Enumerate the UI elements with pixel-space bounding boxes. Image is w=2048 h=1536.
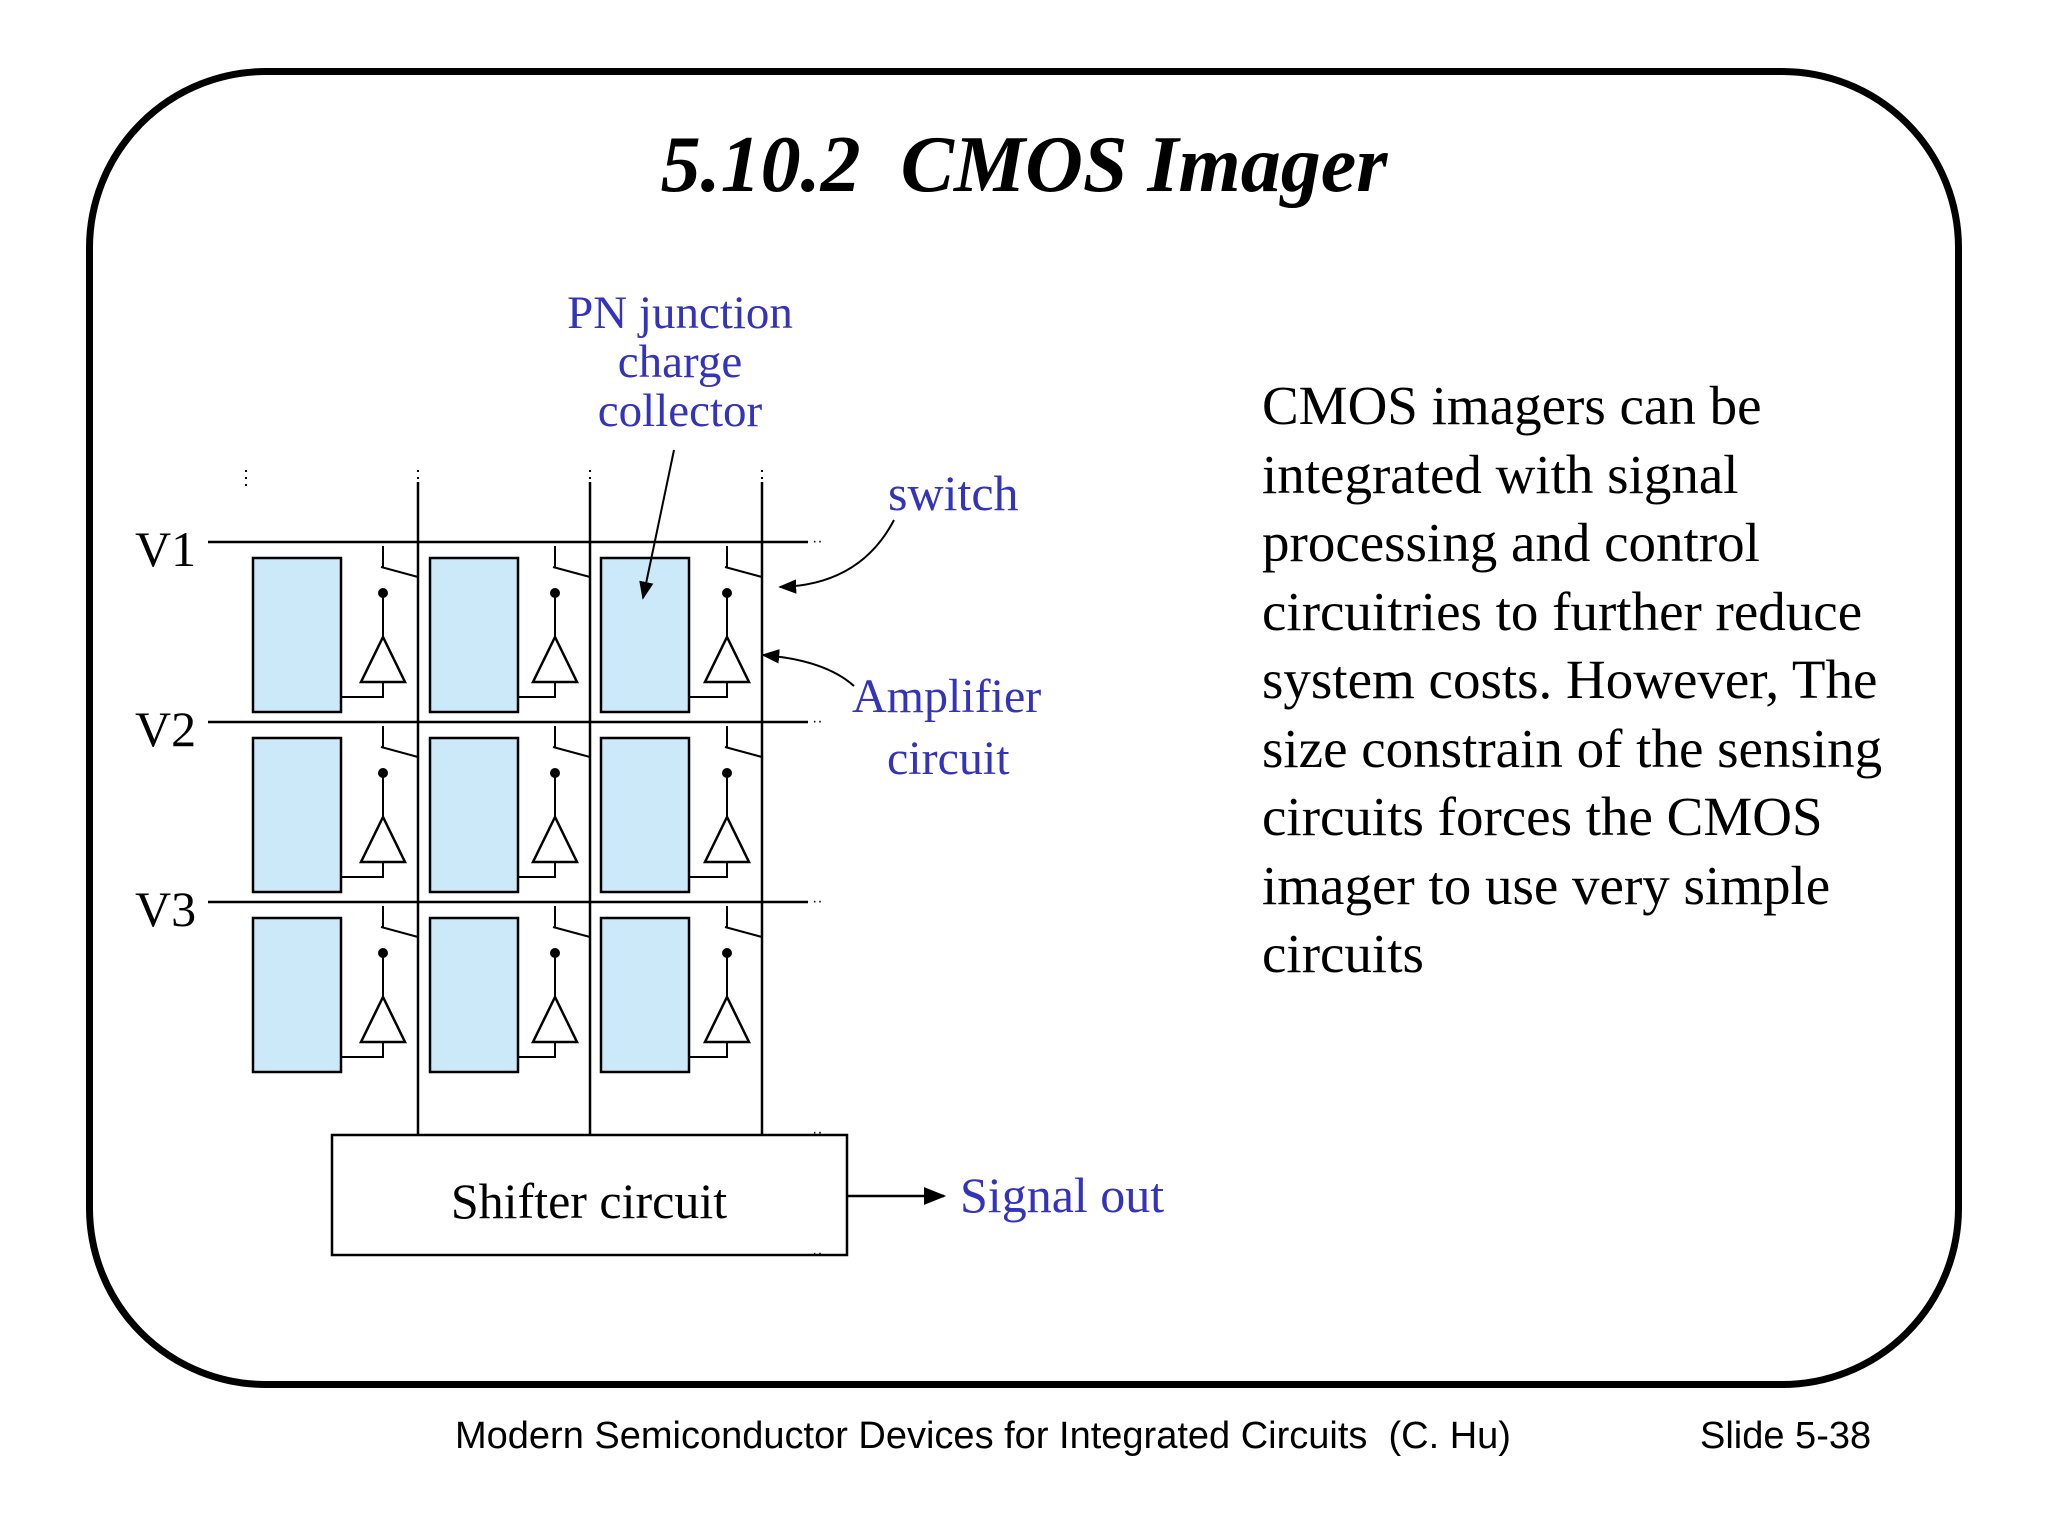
pn-junction-callout: PN junction charge collector bbox=[567, 287, 793, 437]
switch-label: switch bbox=[888, 465, 1019, 521]
amplifier-arrow bbox=[761, 649, 855, 687]
amplifier bbox=[530, 634, 580, 684]
shifter-dots-bottom: ·· bbox=[812, 1245, 823, 1262]
photodiode-to-amplifier-wire bbox=[341, 1042, 384, 1058]
amplifier bbox=[702, 994, 752, 1044]
photodiode bbox=[251, 916, 343, 1074]
pixel-cell-r1c2 bbox=[428, 546, 591, 714]
photodiode-to-amplifier-wire bbox=[689, 682, 728, 698]
row-label-v3: V3 bbox=[135, 881, 196, 937]
switch-blade bbox=[552, 926, 591, 938]
photodiode bbox=[428, 556, 520, 714]
row-line-dots: ·· bbox=[812, 533, 823, 550]
pixel-cell-r1c1 bbox=[251, 546, 419, 714]
photodiode bbox=[251, 736, 343, 894]
photodiode-to-amplifier-wire bbox=[518, 1042, 556, 1058]
row-label-v1: V1 bbox=[135, 521, 196, 577]
pn-junction-arrow bbox=[639, 449, 675, 600]
amplifier bbox=[358, 814, 408, 864]
photodiode bbox=[428, 736, 520, 894]
photodiode-to-amplifier-wire bbox=[518, 682, 556, 698]
slide-frame bbox=[86, 68, 1962, 1388]
shifter-circuit-box bbox=[330, 1133, 849, 1257]
photodiode bbox=[599, 736, 691, 894]
photodiode-to-amplifier-wire bbox=[341, 862, 384, 878]
switch-blade bbox=[380, 566, 419, 578]
pn-junction-label-line3: collector bbox=[598, 385, 763, 437]
row-lines: ·· ·· ·· bbox=[208, 533, 823, 910]
pixel-cell-r2c3 bbox=[599, 726, 763, 894]
switch-blade bbox=[380, 926, 419, 938]
shifter-circuit-label: Shifter circuit bbox=[451, 1173, 727, 1229]
switch-blade bbox=[380, 746, 419, 758]
pixel-cell-r2c1 bbox=[251, 726, 419, 894]
photodiode-to-amplifier-wire bbox=[518, 862, 556, 878]
row-line-dots: ·· bbox=[812, 893, 823, 910]
photodiode bbox=[599, 916, 691, 1074]
slide-title: 5.10.2 CMOS Imager bbox=[660, 121, 1388, 209]
switch-blade bbox=[552, 566, 591, 578]
switch-arrow bbox=[778, 519, 895, 594]
pixel-cell-r1c3 bbox=[599, 546, 763, 714]
footer-citation: Modern Semiconductor Devices for Integra… bbox=[455, 1415, 1511, 1457]
switch-blade bbox=[724, 926, 763, 938]
pixel-cell-r3c3 bbox=[599, 906, 763, 1074]
amplifier bbox=[358, 634, 408, 684]
pixel-cell-r3c2 bbox=[428, 906, 591, 1074]
switch-blade bbox=[724, 566, 763, 578]
pixel-cell-r2c2 bbox=[428, 726, 591, 894]
row-label-v2: V2 bbox=[135, 701, 196, 757]
photodiode-to-amplifier-wire bbox=[341, 682, 384, 698]
amplifier bbox=[530, 994, 580, 1044]
pixel-cells bbox=[251, 546, 763, 1074]
photodiode bbox=[599, 556, 691, 714]
photodiode-to-amplifier-wire bbox=[689, 1042, 728, 1058]
amplifier bbox=[530, 814, 580, 864]
amplifier bbox=[702, 634, 752, 684]
amplifier-label-line2: circuit bbox=[887, 732, 1010, 785]
shifter-dots-top: ·· bbox=[812, 1124, 823, 1141]
amplifier bbox=[702, 814, 752, 864]
pn-junction-label-line1: PN junction bbox=[567, 287, 793, 339]
photodiode bbox=[428, 916, 520, 1074]
switch-blade bbox=[724, 746, 763, 758]
slide-body-text: CMOS imagers can be integrated with sign… bbox=[1262, 375, 1883, 984]
amplifier-label-line1: Amplifier bbox=[852, 670, 1041, 723]
slide-number: Slide 5-38 bbox=[1700, 1415, 1872, 1457]
column-lines bbox=[245, 470, 764, 1135]
amplifier bbox=[358, 994, 408, 1044]
switch-blade bbox=[552, 746, 591, 758]
signal-out-label: Signal out bbox=[960, 1167, 1164, 1223]
pn-junction-label-line2: charge bbox=[618, 336, 742, 388]
photodiode-to-amplifier-wire bbox=[689, 862, 728, 878]
row-line-dots: ·· bbox=[812, 713, 823, 730]
pixel-cell-r3c1 bbox=[251, 906, 419, 1074]
photodiode bbox=[251, 556, 343, 714]
